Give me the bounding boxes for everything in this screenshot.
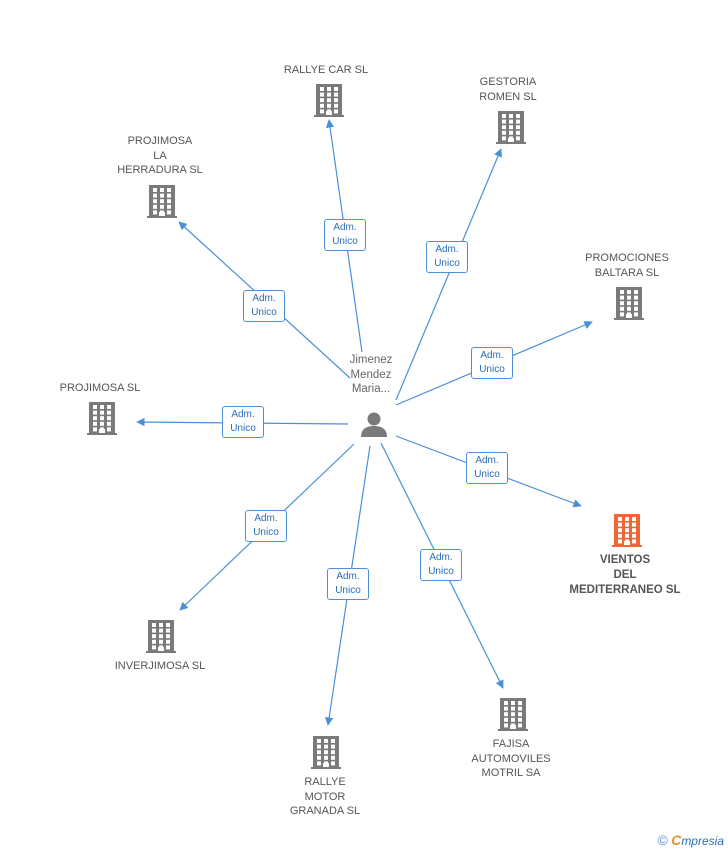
building-icon-promociones-baltara[interactable] [614, 287, 644, 320]
company-name-inverjimosa[interactable]: INVERJIMOSA SL [114, 660, 206, 672]
building-icon-gestoria-romen[interactable] [496, 111, 526, 144]
building-icon-rallye-car[interactable] [314, 84, 344, 117]
edge-gestoria-romen [395, 148, 502, 401]
role-badge-rallye-motor-granada[interactable]: Adm. Unico [327, 568, 369, 600]
building-icon-fajisa-automoviles-motril[interactable] [498, 698, 528, 731]
company-name-projimosa[interactable]: PROJIMOSA SL [59, 382, 141, 394]
company-name-projimosa-la-herradura[interactable]: PROJIMOSA LA HERRADURA SL [117, 135, 203, 176]
company-name-rallye-car[interactable]: RALLYE CAR SL [283, 64, 369, 76]
role-badge-vientos-del-mediterraneo[interactable]: Adm. Unico [466, 452, 508, 484]
footer-brand[interactable]: © Cmpresia [658, 832, 724, 848]
brand-name: mpresia [681, 834, 724, 848]
copyright-icon: © [657, 832, 668, 848]
role-badge-gestoria-romen[interactable]: Adm. Unico [426, 241, 468, 273]
building-icon-rallye-motor-granada[interactable] [311, 736, 341, 769]
role-badge-projimosa[interactable]: Adm. Unico [222, 406, 264, 438]
role-badge-fajisa-automoviles-motril[interactable]: Adm. Unico [420, 549, 462, 581]
company-name-vientos-del-mediterraneo[interactable]: VIENTOS DEL MEDITERRANEO SL [569, 554, 681, 596]
building-icon-projimosa-la-herradura[interactable] [147, 185, 177, 218]
company-name-gestoria-romen[interactable]: GESTORIA ROMEN SL [479, 76, 537, 103]
building-icon-projimosa[interactable] [87, 402, 117, 435]
company-name-promociones-baltara[interactable]: PROMOCIONES BALTARA SL [585, 252, 669, 279]
company-name-rallye-motor-granada[interactable]: RALLYE MOTOR GRANADA SL [289, 776, 361, 817]
role-badge-projimosa-la-herradura[interactable]: Adm. Unico [243, 290, 285, 322]
building-icon-inverjimosa[interactable] [146, 620, 176, 653]
brand-initial: C [671, 832, 682, 848]
company-name-fajisa-automoviles-motril[interactable]: FAJISA AUTOMOVILES MOTRIL SA [471, 738, 551, 779]
person-name[interactable]: Jimenez Mendez Maria... [349, 354, 393, 395]
role-badge-rallye-car[interactable]: Adm. Unico [324, 219, 366, 251]
person-icon[interactable] [361, 412, 387, 438]
building-icon-vientos-del-mediterraneo[interactable] [612, 514, 642, 547]
role-badge-promociones-baltara[interactable]: Adm. Unico [471, 347, 513, 379]
role-badge-inverjimosa[interactable]: Adm. Unico [245, 510, 287, 542]
